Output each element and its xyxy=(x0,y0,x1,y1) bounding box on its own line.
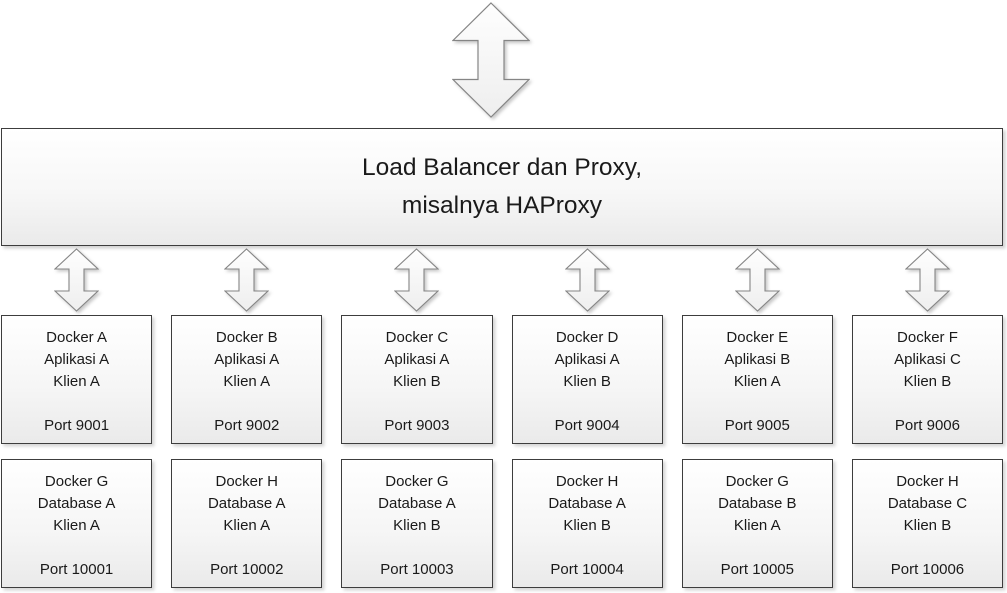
container-client: Klien A xyxy=(53,517,100,534)
container-client: Klien A xyxy=(223,373,271,390)
container-name: Docker B xyxy=(215,329,278,346)
container-service: Aplikasi C xyxy=(894,351,961,368)
app-container-box: Docker B Aplikasi A Klien A Port 9002 xyxy=(171,315,323,444)
db-container-box: Docker H Database A Klien B Port 10004 xyxy=(511,459,663,588)
container-port: Port 10004 xyxy=(550,561,624,578)
container-name: Docker E xyxy=(726,329,789,346)
container-port: Port 10006 xyxy=(890,561,965,578)
container-name: Docker D xyxy=(555,329,619,346)
container-service: Aplikasi B xyxy=(724,351,791,368)
container-port: Port 9001 xyxy=(44,417,110,434)
container-client: Klien A xyxy=(733,373,781,390)
container-port: Port 10002 xyxy=(210,561,284,578)
container-client: Klien A xyxy=(733,517,781,534)
container-service: Database A xyxy=(207,495,286,512)
container-name: Docker G xyxy=(725,473,789,490)
updown-arrow-icon xyxy=(904,248,950,312)
updown-arrow-icon xyxy=(564,248,610,312)
app-container-box: Docker A Aplikasi A Klien A Port 9001 xyxy=(1,315,153,444)
container-client: Klien A xyxy=(223,517,271,534)
load-balancer-box: Load Balancer dan Proxy, misalnya HAProx… xyxy=(1,128,1003,246)
container-port: Port 9006 xyxy=(894,417,960,434)
container-client: Klien B xyxy=(393,373,441,390)
app-containers-row: Docker A Aplikasi A Klien A Port 9001 Do… xyxy=(1,315,1004,444)
updown-arrow-icon xyxy=(734,248,780,312)
db-container-box: Docker H Database C Klien B Port 10006 xyxy=(851,459,1004,588)
container-name: Docker G xyxy=(44,473,109,490)
container-client: Klien B xyxy=(563,373,611,390)
container-name: Docker F xyxy=(897,329,958,346)
updown-arrow-icon xyxy=(394,248,440,312)
app-container-box: Docker D Aplikasi A Klien B Port 9004 xyxy=(511,315,663,444)
container-port: Port 9004 xyxy=(554,417,620,434)
top-updown-arrow-icon xyxy=(452,2,530,118)
app-container-box: Docker E Aplikasi B Klien A Port 9005 xyxy=(681,315,833,444)
updown-arrow-icon xyxy=(224,248,270,312)
db-containers-row: Docker G Database A Klien A Port 10001 D… xyxy=(1,459,1004,588)
load-balancer-label-line1: Load Balancer dan Proxy, xyxy=(361,154,643,181)
container-service: Database A xyxy=(378,495,456,512)
container-service: Database C xyxy=(887,495,968,512)
container-client: Klien A xyxy=(53,373,100,390)
container-service: Database A xyxy=(37,495,116,512)
container-service: Aplikasi A xyxy=(384,351,450,368)
container-service: Database B xyxy=(718,495,797,512)
container-port: Port 10001 xyxy=(39,561,114,578)
db-container-box: Docker H Database A Klien A Port 10002 xyxy=(171,459,323,588)
container-port: Port 9005 xyxy=(724,417,790,434)
container-client: Klien B xyxy=(563,517,611,534)
container-port: Port 10003 xyxy=(380,561,454,578)
container-port: Port 9002 xyxy=(214,417,280,434)
arrow-row xyxy=(1,248,1003,312)
container-client: Klien B xyxy=(393,517,441,534)
updown-arrow-icon xyxy=(54,248,100,312)
db-container-box: Docker G Database A Klien B Port 10003 xyxy=(341,459,493,588)
container-name: Docker H xyxy=(555,473,619,490)
container-name: Docker C xyxy=(385,329,449,346)
container-name: Docker H xyxy=(896,473,959,490)
container-client: Klien B xyxy=(903,517,952,534)
app-container-box: Docker C Aplikasi A Klien B Port 9003 xyxy=(341,315,493,444)
container-service: Aplikasi A xyxy=(214,351,280,368)
container-service: Aplikasi A xyxy=(44,351,110,368)
app-container-box: Docker F Aplikasi C Klien B Port 9006 xyxy=(851,315,1004,444)
container-service: Aplikasi A xyxy=(554,351,620,368)
db-container-box: Docker G Database A Klien A Port 10001 xyxy=(1,459,153,588)
container-port: Port 10005 xyxy=(720,561,794,578)
load-balancer-label-line2: misalnya HAProxy xyxy=(401,192,603,219)
container-name: Docker A xyxy=(46,329,108,346)
container-service: Database A xyxy=(548,495,626,512)
container-name: Docker G xyxy=(385,473,449,490)
container-name: Docker H xyxy=(215,473,279,490)
container-port: Port 9003 xyxy=(384,417,450,434)
container-client: Klien B xyxy=(903,373,952,390)
db-container-box: Docker G Database B Klien A Port 10005 xyxy=(681,459,833,588)
